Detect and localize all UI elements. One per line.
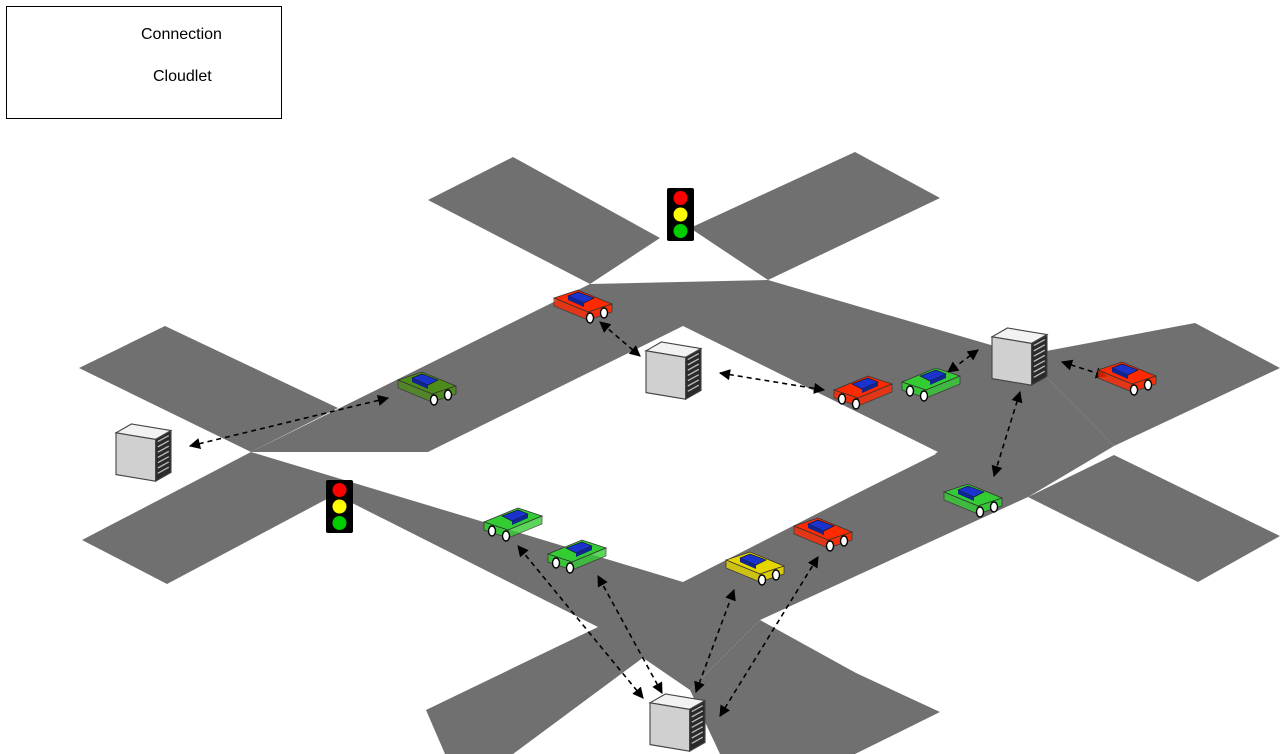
road-bottom-left-arm <box>426 627 648 754</box>
green-light-icon <box>333 516 347 530</box>
road-top-right-arm <box>690 152 940 280</box>
yellow-light-icon <box>333 500 347 514</box>
green-light-icon <box>674 224 688 238</box>
traffic-light-left <box>326 480 353 533</box>
legend-connection-label: Connection <box>141 26 222 44</box>
cloudlet-right <box>992 328 1047 385</box>
roads <box>79 152 1280 754</box>
red-light-icon <box>674 191 688 205</box>
legend-cloudlet-label: Cloudlet <box>153 68 212 86</box>
yellow-light-icon <box>674 208 688 222</box>
legend <box>6 6 282 119</box>
traffic-light-top <box>667 188 694 241</box>
cloudlet-left <box>116 424 171 481</box>
red-light-icon <box>333 483 347 497</box>
cloudlet-bottom <box>650 694 705 751</box>
road-top-left-arm <box>428 157 660 284</box>
cloudlet-center <box>646 342 701 399</box>
car-7 <box>484 508 542 541</box>
